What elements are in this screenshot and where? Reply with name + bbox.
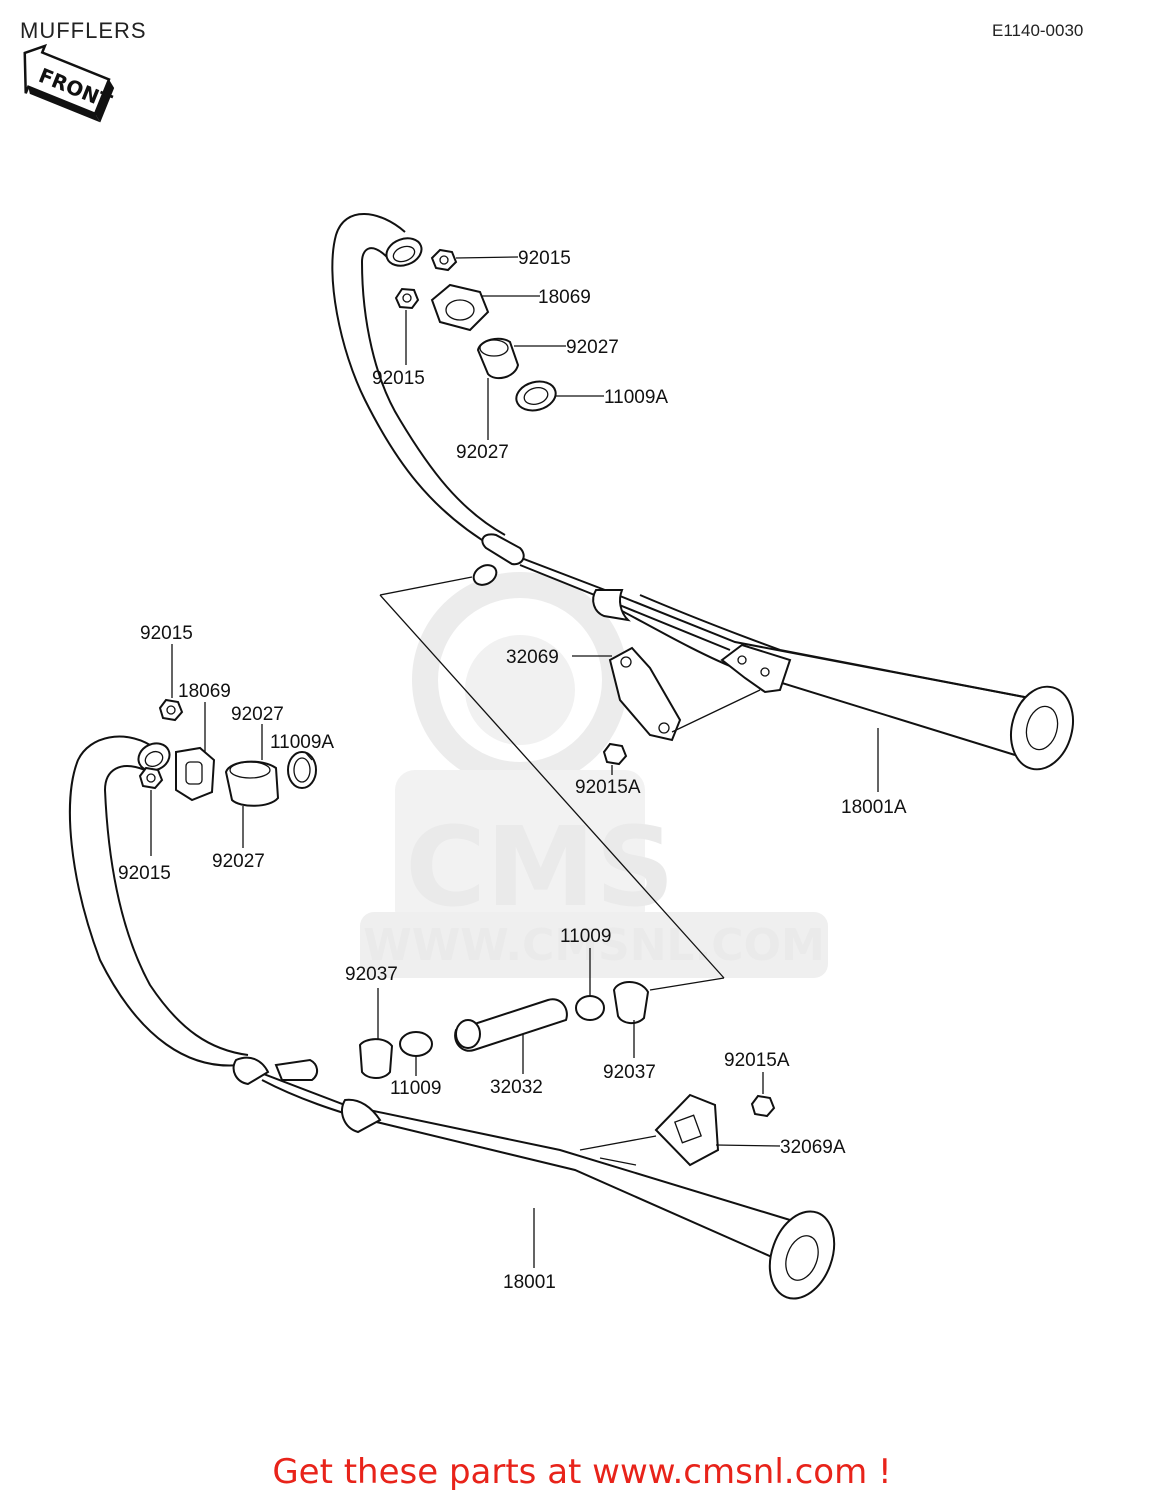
upper-flange-assembly xyxy=(394,248,557,412)
label-18001: 18001 xyxy=(503,1272,556,1293)
lower-flange-assembly xyxy=(138,698,317,807)
label-18001A: 18001A xyxy=(841,797,907,818)
upper-muffler xyxy=(331,213,1074,771)
leader-lines xyxy=(150,256,879,1268)
nut-92015-upper-b xyxy=(394,287,420,310)
collar-92027-upper xyxy=(476,337,520,380)
flange-18069-lower xyxy=(175,746,216,802)
front-direction-badge: FRONT xyxy=(23,43,116,123)
label-32069: 32069 xyxy=(506,647,559,668)
label-92027: 92027 xyxy=(212,851,265,872)
label-92027: 92027 xyxy=(231,704,284,725)
watermark-url: WWW.CMSNL.COM xyxy=(363,920,825,971)
gasket-11009A-lower xyxy=(287,751,317,789)
label-18069: 18069 xyxy=(538,287,591,308)
label-11009: 11009 xyxy=(390,1078,441,1099)
label-92037: 92037 xyxy=(345,964,398,985)
lower-muffler xyxy=(68,735,836,1300)
label-11009A: 11009A xyxy=(604,387,668,408)
nut-92015-lower-b xyxy=(138,766,164,790)
label-92037: 92037 xyxy=(603,1062,656,1083)
watermark-brand: CMS xyxy=(405,803,674,931)
label-92027: 92027 xyxy=(456,442,509,463)
collar-92027-lower xyxy=(224,760,280,807)
diagram-title: MUFFLERS xyxy=(20,18,147,43)
diagram-code: E1140-0030 xyxy=(992,21,1083,40)
nut-92015-upper-a xyxy=(430,248,458,272)
gasket-11009A-upper xyxy=(515,380,557,412)
cms-watermark: CMS WWW.CMSNL.COM xyxy=(360,572,828,978)
flange-18069-upper xyxy=(430,283,490,332)
label-92015: 92015 xyxy=(118,863,171,884)
part-labels: 92015 18069 92015 92027 11009A 92027 320… xyxy=(118,248,907,1293)
footer-cta-link[interactable]: Get these parts at www.cmsnl.com ! xyxy=(272,1452,892,1492)
nut-92015-lower-a xyxy=(158,698,184,722)
label-92015A: 92015A xyxy=(575,777,641,798)
label-92015: 92015 xyxy=(372,368,425,389)
label-11009: 11009 xyxy=(560,926,611,947)
label-92027: 92027 xyxy=(566,337,619,358)
label-92015: 92015 xyxy=(518,248,571,269)
crossover-pipe-assembly xyxy=(358,981,650,1079)
label-11009A: 11009A xyxy=(270,732,334,753)
bracket-32069A xyxy=(654,1093,776,1167)
label-32032: 32032 xyxy=(490,1077,543,1098)
label-92015: 92015 xyxy=(140,623,193,644)
label-18069: 18069 xyxy=(178,681,231,702)
label-32069A: 32069A xyxy=(780,1137,846,1158)
label-92015A: 92015A xyxy=(724,1050,790,1071)
